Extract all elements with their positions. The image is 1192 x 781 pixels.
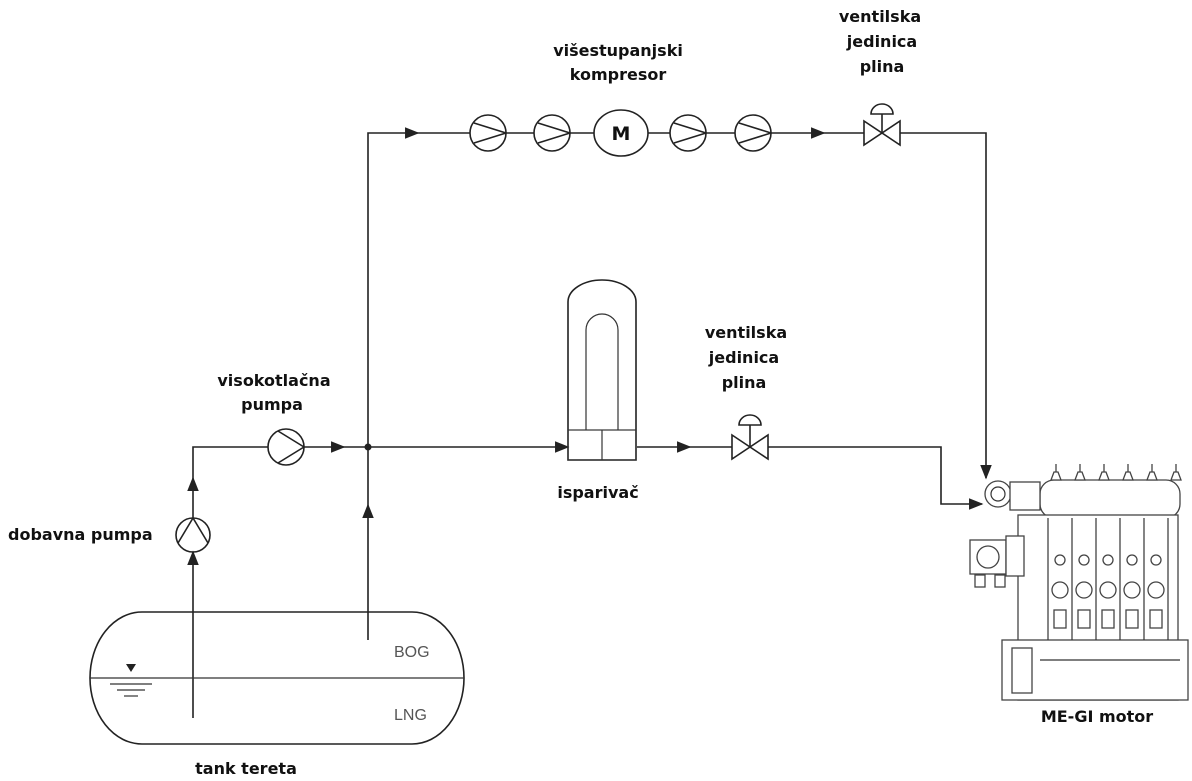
top-valve-label-line1: ventilska	[839, 7, 921, 26]
motor-symbol: M	[612, 123, 631, 145]
pump-icon	[734, 114, 772, 152]
me-gi-engine	[969, 464, 1189, 701]
control-valve-icon	[731, 414, 769, 461]
vaporizer-label: isparivač	[557, 483, 638, 502]
turbocharger	[969, 480, 1041, 588]
engine-icon	[969, 464, 1189, 701]
pump-icon	[267, 428, 305, 466]
pump-icon	[469, 114, 507, 152]
vaporizer	[567, 279, 637, 461]
hp-pump	[267, 428, 305, 466]
cylinder-heads	[1050, 464, 1182, 481]
mid-valve-label-line1: ventilska	[705, 323, 787, 342]
compressor-label-line2: kompresor	[570, 65, 667, 84]
control-valve-icon	[863, 103, 901, 147]
top-valve-label-line3: plina	[860, 57, 905, 76]
labels: višestupanjski kompresor ventilska jedin…	[8, 7, 1153, 778]
vaporizer-icon	[567, 279, 637, 461]
mid-valve-label-line3: plina	[722, 373, 767, 392]
pump-icon	[175, 517, 211, 553]
engine-label: ME-GI motor	[1041, 707, 1153, 726]
motor-icon: M	[593, 109, 649, 157]
multistage-compressor: M	[469, 109, 772, 157]
engine-ports	[1051, 554, 1165, 629]
pipes	[187, 127, 992, 718]
tank-icon	[89, 611, 465, 745]
top-gas-valve-unit	[863, 103, 901, 147]
pipe-junction	[364, 443, 372, 451]
bog-riser-pipe	[367, 127, 420, 505]
hp-pump-label-line2: pumpa	[241, 395, 303, 414]
compressor-label-line1: višestupanjski	[553, 41, 683, 60]
mid-gas-valve-unit	[731, 414, 769, 461]
feed-pump	[175, 517, 211, 553]
tank-label: tank tereta	[195, 759, 297, 778]
tank-lng-label: LNG	[394, 707, 427, 724]
hp-pump-label-line1: visokotlačna	[217, 371, 330, 390]
pump-icon	[533, 114, 571, 152]
pump-icon	[669, 114, 707, 152]
tank-bog-label: BOG	[394, 644, 430, 661]
feed-to-hp-pump-pipe	[192, 446, 268, 478]
mid-valve-label-line2: jedinica	[708, 348, 779, 367]
top-valve-to-engine-pipe	[900, 132, 992, 480]
cargo-tank: BOG LNG	[89, 611, 465, 745]
liquid-level-icon	[110, 664, 152, 697]
top-valve-label-line2: jedinica	[846, 32, 917, 51]
feed-pump-label: dobavna pumpa	[8, 525, 153, 544]
mid-valve-to-engine-pipe	[768, 446, 984, 510]
